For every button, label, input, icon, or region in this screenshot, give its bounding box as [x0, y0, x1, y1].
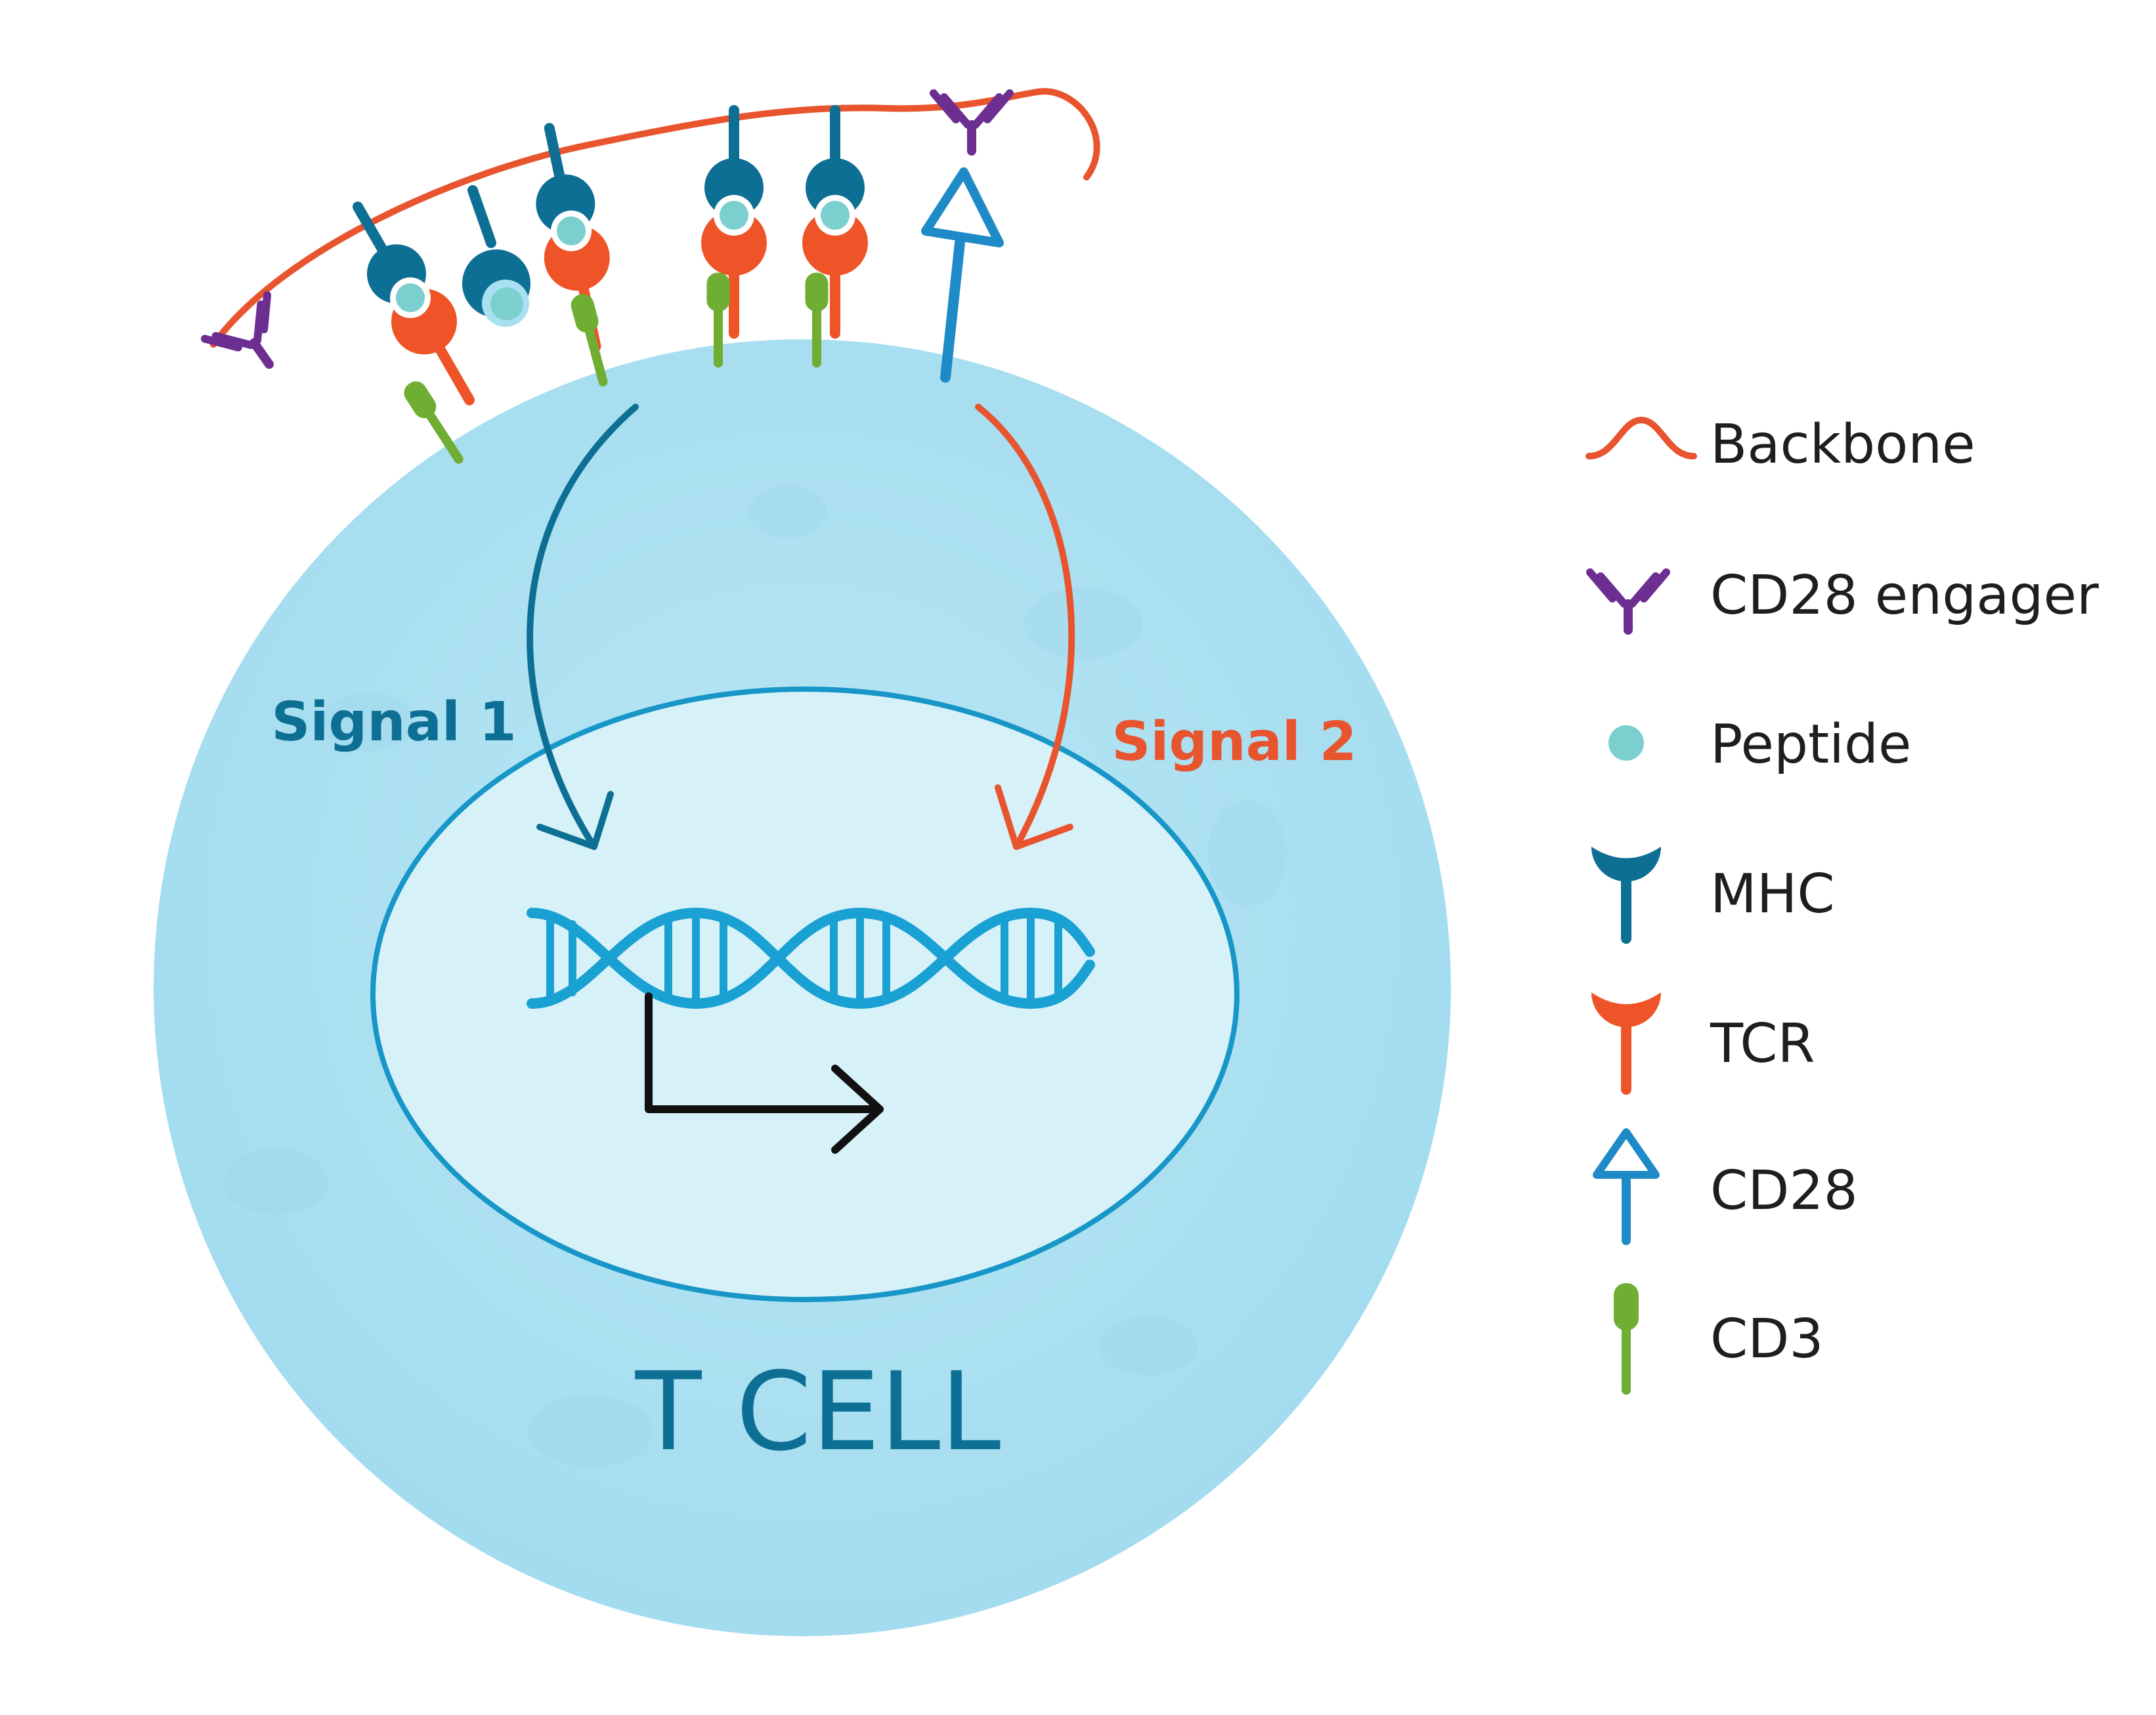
- legend: Backbone CD28 engager Peptide MHC: [1585, 413, 2099, 1395]
- nucleus: [370, 687, 1240, 1302]
- legend-item-tcr: TCR: [1591, 992, 1815, 1095]
- legend-label: Backbone: [1710, 413, 1975, 476]
- mhc-unbound: [462, 185, 530, 327]
- cell-texture: [223, 486, 1287, 1467]
- peptide-icon: [1608, 725, 1644, 761]
- legend-item-cd28-engager: CD28 engager: [1590, 564, 2099, 630]
- legend-item-peptide: Peptide: [1608, 713, 1911, 776]
- legend-item-cd3: CD3: [1614, 1283, 1824, 1395]
- signal-2-arrow: [975, 404, 1075, 850]
- signal-1-label: Signal 1: [271, 691, 516, 753]
- legend-label: CD28: [1710, 1160, 1858, 1222]
- transcription-arrow-icon: [645, 992, 884, 1154]
- legend-label: Peptide: [1710, 713, 1911, 776]
- legend-label: CD28 engager: [1710, 564, 2099, 627]
- cd28-icon: [1593, 1128, 1660, 1245]
- legend-label: CD3: [1710, 1308, 1824, 1370]
- tcr-icon: [1591, 992, 1661, 1095]
- cd28-engager-icon: [1590, 572, 1666, 630]
- signal-1-arrow: [527, 404, 639, 850]
- cell-label: T CELL: [635, 1349, 1001, 1475]
- signal-2-label: Signal 2: [1111, 711, 1356, 773]
- cd3-1: [400, 378, 468, 465]
- legend-label: MHC: [1710, 863, 1835, 925]
- backbone-curve: [210, 88, 1100, 348]
- dna-icon: [527, 907, 1095, 1009]
- legend-item-mhc: MHC: [1591, 847, 1835, 944]
- cd28-engager-left: [205, 295, 300, 387]
- mhc-icon: [1591, 847, 1661, 944]
- legend-item-backbone: Backbone: [1585, 413, 1975, 476]
- legend-item-cd28: CD28: [1593, 1128, 1858, 1245]
- cd28-complex: [921, 93, 1010, 383]
- backbone-icon: [1585, 416, 1697, 459]
- legend-label: TCR: [1710, 1013, 1815, 1075]
- cd3-icon: [1614, 1283, 1639, 1395]
